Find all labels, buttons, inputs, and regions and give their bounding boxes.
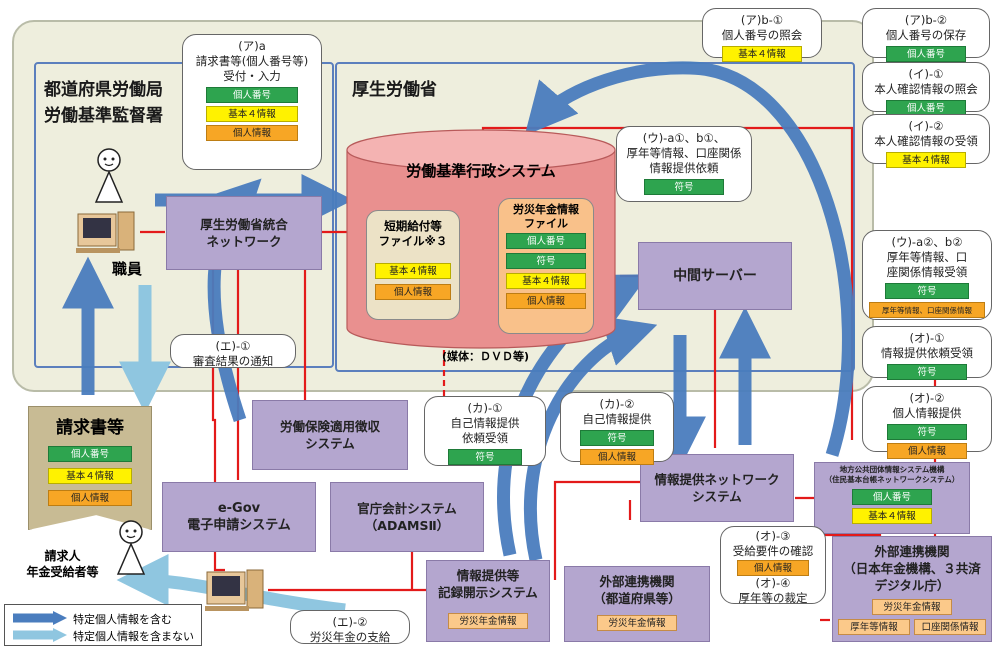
- core-system-title: 労働基準行政システム: [406, 162, 556, 180]
- tag-basic4: 基本４情報: [48, 468, 132, 484]
- legend-box: 特定個人情報を含む 特定個人情報を含まない: [4, 604, 202, 646]
- mhlw-network-box: 厚生労働省統合 ネットワーク: [166, 196, 322, 270]
- tag-my-number: 個人番号: [206, 87, 298, 103]
- tag-basic4: 基本４情報: [506, 273, 586, 289]
- external-org-title: 外部連携機関 （日本年金機構、３共済 デジタル庁）: [843, 544, 981, 593]
- tag-kounen: 厚年等情報: [838, 619, 910, 635]
- tag-personal: 個人情報: [48, 490, 132, 506]
- rousai-pension-file: 労災年金情報 ファイル 個人番号 符号 基本４情報 個人情報: [498, 198, 594, 334]
- callout-text: (オ)-② 個人情報提供: [892, 391, 962, 420]
- callout-o3-text: (オ)-③ 受給要件の確認: [732, 529, 814, 558]
- tag-kounen-kouza: 厚年等情報、口座関係情報: [869, 302, 985, 318]
- tag-rousai: 労災年金情報: [596, 615, 677, 631]
- callout-text: (ア)a 請求書等(個人番号等) 受付・入力: [195, 39, 309, 83]
- rousai-file-title: 労災年金情報 ファイル: [513, 203, 579, 230]
- callout-i2: (イ)-② 本人確認情報の受領 基本４情報: [862, 114, 990, 168]
- callout-text: (ウ)-a②、b② 厚年等情報、口 座関係情報受領: [886, 235, 968, 279]
- external-pref-box: 外部連携機関 （都道府県等） 労災年金情報: [564, 566, 710, 642]
- local-gov-title: 地方公共団体情報システム機構 （住民基本台帳ネットワークシステム）: [824, 465, 960, 484]
- tag-code: 符号: [885, 283, 969, 299]
- callout-a-b2: (ア)b-② 個人番号の保存 個人番号: [862, 8, 990, 62]
- staff-label: 職員: [112, 260, 143, 278]
- local-gov-box: 地方公共団体情報システム機構 （住民基本台帳ネットワークシステム） 個人番号 基…: [814, 462, 970, 534]
- tag-personal: 個人情報: [206, 125, 298, 141]
- external-org-box: 外部連携機関 （日本年金機構、３共済 デジタル庁） 労災年金情報 厚年等情報 口…: [832, 536, 992, 642]
- tag-personal: 個人情報: [375, 284, 451, 300]
- staff-computer-icon: [76, 211, 135, 253]
- callout-i1: (イ)-① 本人確認情報の照会 個人番号: [862, 62, 990, 116]
- region-title-prefecture: 都道府県労働局: [44, 80, 163, 100]
- tag-basic4: 基本４情報: [722, 46, 802, 62]
- callout-e1: (エ)-① 審査結果の通知: [170, 334, 296, 368]
- tag-basic4: 基本４情報: [375, 263, 451, 279]
- callout-ka2: (カ)-② 自己情報提供 符号 個人情報: [560, 392, 674, 465]
- disclosure-system-box: 情報提供等 記録開示システム 労災年金情報: [426, 560, 550, 642]
- tag-my-number: 個人番号: [886, 46, 966, 62]
- callout-e2: (エ)-② 労災年金の支給: [290, 610, 410, 644]
- staff-person-icon: [94, 148, 124, 203]
- tag-rousai: 労災年金情報: [447, 613, 528, 629]
- tag-personal: 個人情報: [737, 560, 809, 576]
- tag-basic4: 基本４情報: [206, 106, 298, 122]
- tag-my-number: 個人番号: [852, 489, 932, 505]
- callout-o3-o4: (オ)-③ 受給要件の確認 個人情報 (オ)-④ 厚年等の裁定: [720, 526, 826, 605]
- callout-o2: (オ)-② 個人情報提供 符号 個人情報: [862, 386, 992, 459]
- callout-u-a1: (ウ)-a①、b①、 厚年等情報、口座関係 情報提供依頼 符号: [616, 126, 752, 202]
- tag-rousai: 労災年金情報: [872, 599, 952, 615]
- tag-kouza: 口座関係情報: [914, 619, 986, 635]
- tag-my-number: 個人番号: [48, 446, 132, 462]
- media-label: (媒体：ＤＶＤ等): [442, 350, 530, 363]
- payment-computer-icon: [205, 569, 264, 611]
- insurance-system-box: 労働保険適用徴収 システム: [252, 400, 408, 470]
- middle-server-box: 中間サーバー: [638, 242, 792, 310]
- tag-personal: 個人情報: [506, 293, 586, 309]
- callout-text: (カ)-② 自己情報提供: [582, 397, 652, 426]
- info-network-box: 情報提供ネットワーク システム: [640, 454, 794, 522]
- callout-text: (ア)b-② 個人番号の保存: [885, 13, 967, 42]
- callout-text: (オ)-① 情報提供依頼受領: [881, 331, 973, 360]
- tag-personal: 個人情報: [580, 449, 654, 465]
- egov-system-box: e-Gov 電子申請システム: [162, 482, 316, 552]
- tag-basic4: 基本４情報: [852, 508, 932, 524]
- tag-code: 符号: [580, 430, 654, 446]
- tag-basic4: 基本４情報: [886, 152, 966, 168]
- tag-code: 符号: [448, 449, 522, 465]
- legend-without-specific: 特定個人情報を含まない: [73, 630, 194, 643]
- region-title-inspection: 労働基準監督署: [44, 106, 163, 126]
- claimant-person-icon: [116, 520, 146, 575]
- legend-arrows: [13, 611, 67, 642]
- claim-doc-title: 請求書等: [56, 418, 124, 438]
- tag-personal: 個人情報: [887, 443, 967, 459]
- short-file-title: 短期給付等 ファイル※３: [378, 219, 448, 248]
- external-pref-title: 外部連携機関 （都道府県等）: [593, 574, 681, 606]
- tag-code: 符号: [887, 364, 967, 380]
- short-term-file: 短期給付等 ファイル※３ 基本４情報 個人情報: [366, 210, 460, 320]
- legend-with-specific: 特定個人情報を含む: [73, 613, 172, 626]
- tag-code: 符号: [506, 253, 586, 269]
- tag-code: 符号: [644, 179, 724, 195]
- region-title-mhlw: 厚生労働省: [352, 80, 437, 100]
- callout-text: (イ)-② 本人確認情報の受領: [874, 119, 978, 148]
- callout-text: (エ)-① 審査結果の通知: [192, 339, 274, 368]
- callout-text: (カ)-① 自己情報提供 依頼受領: [450, 401, 520, 445]
- adams-system-box: 官庁会計システム （ADAMSⅡ）: [330, 482, 484, 552]
- callout-text: (ア)b-① 個人番号の照会: [721, 13, 803, 42]
- callout-o4-text: (オ)-④ 厚年等の裁定: [738, 576, 808, 605]
- tag-code: 符号: [887, 424, 967, 440]
- claimant-label: 請求人 年金受給者等: [26, 549, 99, 579]
- callout-ka1: (カ)-① 自己情報提供 依頼受領 符号: [424, 396, 546, 466]
- callout-text: (エ)-② 労災年金の支給: [309, 615, 391, 644]
- callout-text: (ウ)-a①、b①、 厚年等情報、口座関係 情報提供依頼: [626, 131, 742, 175]
- claim-document: 請求書等 個人番号 基本４情報 個人情報: [28, 406, 152, 530]
- callout-text: (イ)-① 本人確認情報の照会: [874, 67, 978, 96]
- callout-o1: (オ)-① 情報提供依頼受領 符号: [862, 326, 992, 380]
- callout-u-a2: (ウ)-a②、b② 厚年等情報、口 座関係情報受領 符号 厚年等情報、口座関係情…: [862, 230, 992, 320]
- disclosure-title: 情報提供等 記録開示システム: [438, 568, 538, 600]
- callout-a-b1: (ア)b-① 個人番号の照会 基本４情報: [702, 8, 822, 62]
- callout-a-a: (ア)a 請求書等(個人番号等) 受付・入力 個人番号 基本４情報 個人情報: [182, 34, 322, 170]
- tag-my-number: 個人番号: [506, 233, 586, 249]
